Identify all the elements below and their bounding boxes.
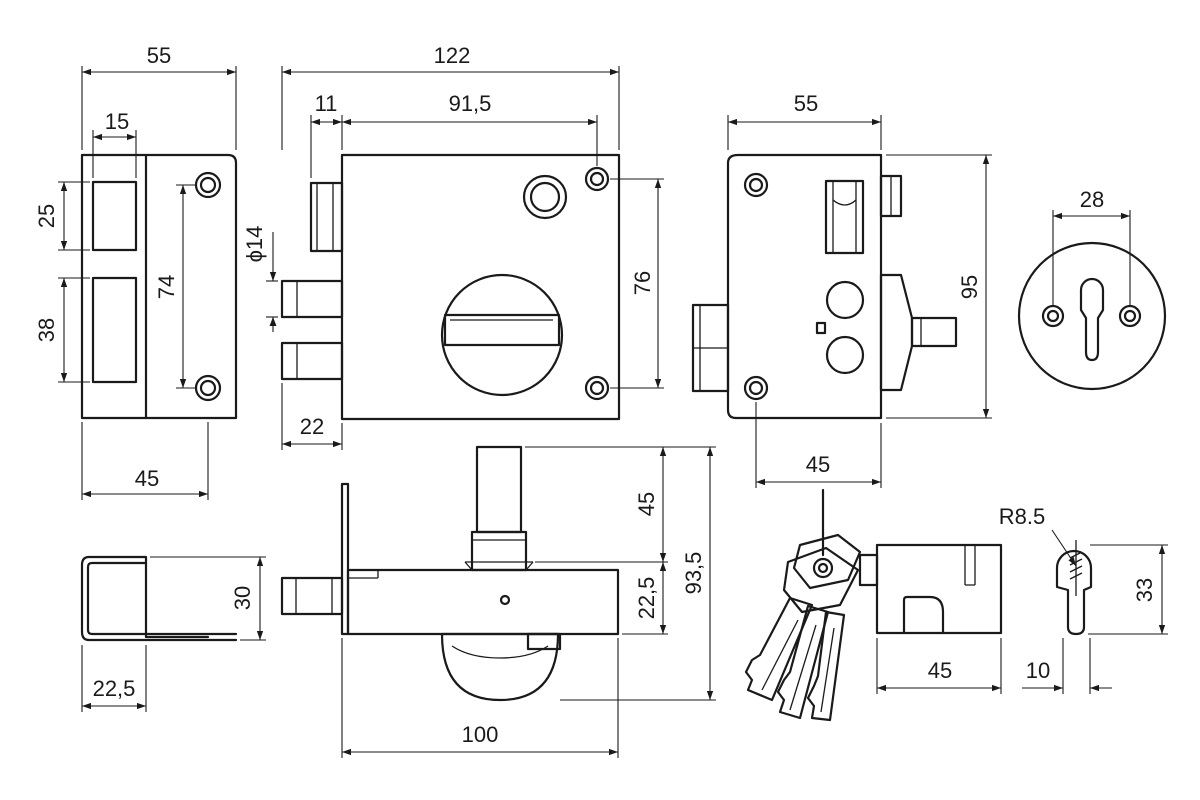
cylinder-profile-view: R8.5 33 10 bbox=[999, 504, 1168, 694]
lock-upper-hole bbox=[584, 166, 610, 192]
strike-upper-hole-inner bbox=[199, 176, 217, 194]
cylinder-body bbox=[875, 543, 1003, 635]
dim-strike-hole-spacing: 74 bbox=[154, 275, 179, 299]
key-head-1 bbox=[792, 533, 862, 590]
dim-angle-height: 30 bbox=[230, 586, 255, 610]
dim-cylinder-height: 33 bbox=[1132, 578, 1157, 602]
key-blade-2 bbox=[776, 604, 830, 720]
inner-small-pin bbox=[815, 321, 827, 335]
lock-bottom-view: 45 22,5 93,5 100 bbox=[280, 445, 716, 758]
strike-upper-hole bbox=[194, 171, 222, 199]
lock-front-view: 122 11 91,5 ϕ14 76 22 bbox=[242, 43, 664, 450]
strike-lower-hole bbox=[194, 374, 222, 402]
cylinder-cam bbox=[902, 595, 945, 635]
bottom-knob-neck bbox=[470, 530, 528, 572]
key-blade-1 bbox=[744, 596, 814, 702]
inner-latch-block bbox=[824, 179, 865, 255]
dim-lock-hole-spacing-h: 91,5 bbox=[449, 91, 492, 116]
dim-cylinder-radius: R8.5 bbox=[999, 504, 1045, 529]
bottom-dome bbox=[440, 632, 560, 702]
lock-upper-bolt bbox=[280, 279, 344, 319]
escutcheon-rim bbox=[1017, 241, 1167, 391]
lock-inner-view: 55 95 45 bbox=[691, 91, 992, 488]
lock-body-outline bbox=[340, 153, 621, 421]
dim-strike-width: 55 bbox=[147, 43, 171, 68]
dim-strike-offset: 45 bbox=[135, 466, 159, 491]
dim-strike-slot-lower: 38 bbox=[34, 318, 59, 342]
bottom-knob-stem bbox=[475, 445, 523, 534]
strike-lower-hole-inner bbox=[199, 379, 217, 397]
inner-lower-knob bbox=[825, 335, 865, 375]
dim-cylinder-width: 10 bbox=[1026, 658, 1050, 683]
lock-cylinder-button-inner bbox=[529, 181, 561, 213]
dim-strike-slot-upper: 25 bbox=[34, 204, 59, 228]
lock-lower-hole bbox=[584, 375, 610, 401]
strike-upper-slot bbox=[91, 180, 138, 252]
escutcheon-right-hole bbox=[1118, 304, 1142, 328]
angle-strike-view: 30 22,5 bbox=[80, 555, 266, 712]
dim-bottom-knob-height: 45 bbox=[634, 492, 659, 516]
escutcheon-left-hole bbox=[1041, 304, 1065, 328]
dim-lock-bolt-projection: 22 bbox=[300, 414, 324, 439]
dim-bottom-total-height: 93,5 bbox=[681, 552, 706, 595]
escutcheon-view: 28 bbox=[1017, 187, 1167, 391]
inner-handle-base bbox=[879, 273, 914, 392]
inner-body-outline bbox=[726, 153, 883, 420]
dim-lock-width: 122 bbox=[434, 43, 471, 68]
strike-plate-view: 55 15 25 38 74 45 bbox=[34, 43, 238, 500]
dim-lock-bolt-offset: 11 bbox=[315, 91, 338, 116]
inner-lower-hole bbox=[743, 375, 769, 401]
dim-bottom-width: 100 bbox=[462, 722, 499, 747]
cylinder-flange bbox=[858, 553, 879, 587]
key-blade-3 bbox=[806, 610, 846, 722]
bottom-side-nut bbox=[526, 632, 562, 651]
bottom-body bbox=[346, 568, 620, 636]
inner-upper-knob bbox=[825, 280, 865, 320]
key-head-2 bbox=[782, 546, 860, 614]
dim-strike-slot-width: 15 bbox=[105, 109, 129, 134]
lock-cylinder-button bbox=[522, 174, 568, 220]
dim-lock-hole-spacing-v: 76 bbox=[630, 271, 655, 295]
dim-bottom-body-height: 22,5 bbox=[634, 577, 659, 620]
dim-escutcheon-hole-spacing: 28 bbox=[1080, 187, 1104, 212]
cylinder-view: 45 bbox=[744, 488, 1003, 722]
bottom-small-hole bbox=[499, 594, 511, 606]
lock-lower-bolt bbox=[280, 341, 344, 381]
dim-side-depth: 55 bbox=[794, 91, 818, 116]
cylinder-profile-outline bbox=[1055, 549, 1093, 636]
strike-plate-outline bbox=[80, 153, 238, 420]
bottom-bolt bbox=[280, 576, 344, 616]
escutcheon-keyhole bbox=[1079, 277, 1105, 362]
key-ring-hole bbox=[812, 557, 834, 579]
dim-cylinder-length: 45 bbox=[928, 658, 952, 683]
angle-strike-outline bbox=[80, 555, 238, 642]
lock-latch bbox=[309, 181, 344, 253]
inner-upper-hole bbox=[743, 172, 769, 198]
strike-lower-slot bbox=[91, 276, 138, 384]
lock-knob-handle bbox=[443, 313, 561, 347]
dim-lock-bolt-diameter: ϕ14 bbox=[242, 226, 267, 263]
dim-angle-depth: 22,5 bbox=[93, 676, 136, 701]
lock-knob bbox=[440, 273, 564, 397]
dim-side-offset: 45 bbox=[806, 452, 830, 477]
inner-handle-lever bbox=[910, 316, 958, 348]
dim-side-height: 95 bbox=[957, 275, 982, 299]
